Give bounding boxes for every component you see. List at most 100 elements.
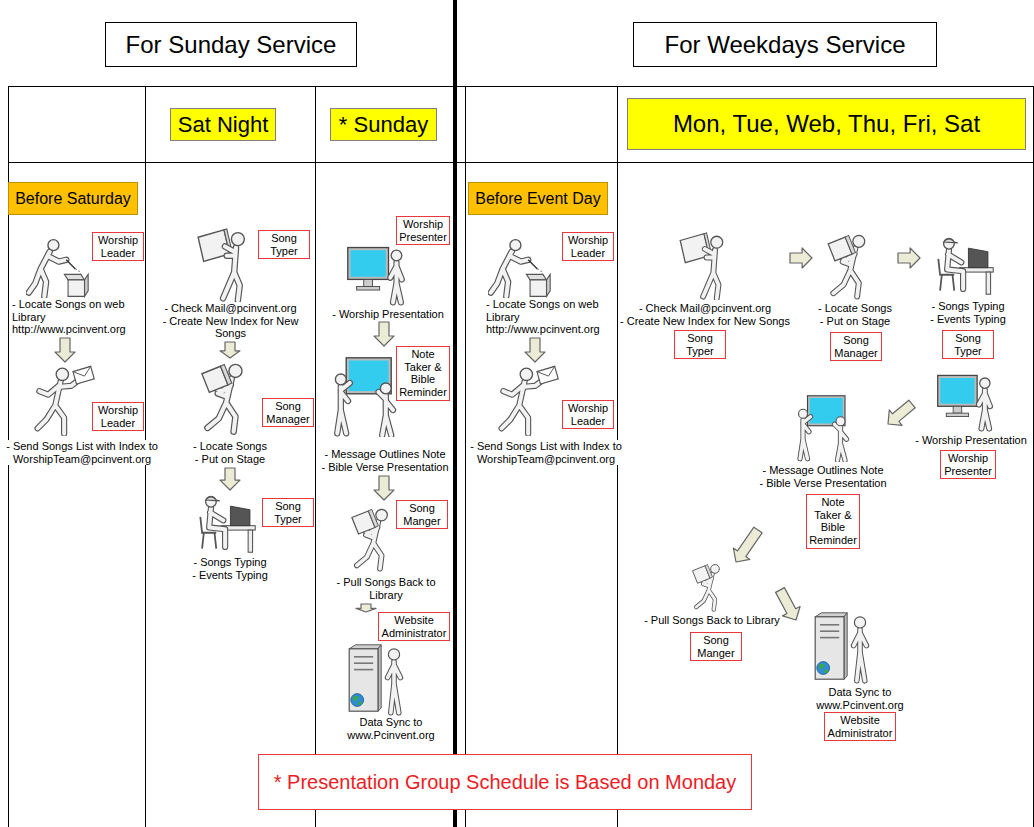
text-group: - Check Mail@pcinvent.org- Create New In… [146, 302, 315, 340]
figure-icon [938, 238, 993, 294]
block-arrow [790, 248, 812, 268]
box-label: Before Saturday [15, 190, 131, 208]
box-label: For Weekdays Service [665, 31, 906, 59]
role-label: Song Manager [833, 334, 879, 359]
role-label: Worship Leader [565, 234, 611, 259]
block-arrow [356, 604, 376, 612]
block-arrow [220, 468, 240, 490]
step-text: - Check Mail@pcinvent.org [164, 302, 296, 315]
step-group: - Send Songs List with Index to WorshipT… [2, 362, 162, 468]
role-label: Website Administrator [827, 714, 893, 739]
role-label: Song Manger [693, 634, 739, 659]
step-text: - Pull Songs Back to Library [644, 614, 780, 627]
figure-icon [828, 235, 865, 296]
block-arrow [733, 527, 762, 562]
block-arrow [374, 322, 394, 346]
step-group: - Message Outlines Note- Bible Verse Pre… [758, 394, 888, 552]
text-group: - Locate Songs on web Library http://www… [12, 298, 128, 336]
role-label: Note Taker & Bible Reminder [399, 348, 447, 399]
figure-icon [693, 565, 720, 610]
step-text: - Songs Typing [193, 556, 266, 569]
step-group: - Songs Typing- Events TypingSong Typer [170, 490, 315, 584]
block-arrow [888, 400, 915, 425]
day-box: Sat Night [170, 108, 276, 141]
step-group: - Message Outlines Note- Bible Verse Pre… [318, 346, 452, 476]
step-group: - Pull Songs Back to LibrarySong Manger [320, 500, 452, 604]
text-group: - Worship Presentation [324, 308, 452, 321]
step-group: - Check Mail@pcinvent.org- Create New In… [146, 226, 315, 342]
step-text: - Put on Stage [820, 315, 890, 328]
role-box: Worship Leader [92, 402, 144, 431]
role-label: Worship Leader [95, 404, 141, 429]
figure-icon [938, 375, 990, 428]
role-box: Worship Presenter [396, 216, 450, 245]
step-text: - Locate Songs on web Library http://www… [486, 298, 602, 336]
step-group: Data Sync to www.Pcinvent.orgWebsite Adm… [796, 610, 922, 746]
grid-line [457, 86, 1033, 87]
text-group: - Send Songs List with Index to WorshipT… [466, 440, 626, 465]
text-group: - Message Outlines Note- Bible Verse Pre… [318, 448, 452, 473]
step-text: Data Sync to www.Pcinvent.org [810, 686, 910, 711]
step-text: - Send Songs List with Index to WorshipT… [466, 440, 626, 465]
figure-icon [198, 229, 244, 300]
figure-icon [29, 240, 88, 297]
box-label: Before Event Day [475, 190, 600, 208]
role-label: Song Typer [945, 332, 991, 357]
step-text: - Locate Songs [818, 302, 892, 315]
step-text: - Bible Verse Presentation [759, 477, 886, 490]
role-label: Worship Leader [565, 402, 611, 427]
block-arrow [374, 476, 394, 500]
text-group: - Check Mail@pcinvent.org- Create New In… [620, 302, 790, 327]
grid-line [8, 162, 455, 163]
role-box: Worship Leader [562, 400, 614, 429]
header-box: For Sunday Service [105, 22, 357, 67]
text-group: - Locate Songs- Put on Stage [812, 302, 898, 327]
role-box: Song Typer [674, 330, 726, 359]
step-text: - Create New Index for New Songs [620, 315, 790, 328]
step-text: - Locate Songs [193, 440, 267, 453]
step-group: - Worship PresentationWorship Presenter [912, 370, 1030, 482]
figure-icon [799, 396, 847, 461]
figure-icon [38, 366, 95, 433]
step-group: - Locate Songs- Put on StageSong Manager [150, 358, 315, 468]
block-arrow [898, 248, 920, 268]
text-group: Data Sync to www.Pcinvent.org [810, 686, 910, 711]
figure-icon [348, 248, 402, 303]
role-box: Note Taker & Bible Reminder [396, 346, 450, 401]
box-label: Sat Night [178, 112, 269, 138]
step-text: - Songs Typing [931, 300, 1004, 313]
grid-line [1033, 86, 1034, 827]
step-group: - Check Mail@pcinvent.org- Create New In… [620, 232, 790, 362]
role-box: Song Manger [690, 632, 742, 661]
role-box: Note Taker & Bible Reminder [806, 494, 860, 549]
step-group: - Locate Songs on web Library http://www… [466, 228, 616, 338]
text-group: - Songs Typing- Events Typing [170, 556, 290, 581]
step-text: - Worship Presentation [332, 308, 444, 321]
step-group: - Locate Songs- Put on StageSong Manager [812, 232, 898, 364]
step-group: Data Sync to www.Pcinvent.org Website Adm… [330, 612, 452, 744]
step-text: - Events Typing [930, 313, 1006, 326]
step-text: - Message Outlines Note [762, 464, 883, 477]
figure-icon [335, 358, 393, 435]
role-label: Song Manger [399, 502, 445, 527]
text-group: - Worship Presentation [912, 434, 1030, 447]
step-text: - Create New Index for New Songs [146, 315, 315, 340]
step-text: Data Sync to www.Pcinvent.org [336, 716, 446, 741]
grid-line [457, 162, 1033, 163]
phase-box: Before Event Day [468, 182, 608, 215]
grid-line [315, 86, 316, 827]
box-label: Mon, Tue, Web, Thu, Fri, Sat [673, 110, 980, 138]
block-arrow [55, 338, 75, 362]
grid-line [8, 86, 455, 87]
figure-icon [352, 509, 387, 568]
block-arrow [220, 342, 240, 358]
role-label: Worship Leader [95, 234, 141, 259]
step-text: - Locate Songs on web Library http://www… [12, 298, 128, 336]
role-box: Song Typer [258, 230, 310, 259]
role-label: Note Taker & Bible Reminder [809, 496, 857, 547]
role-box: Website Administrator [824, 712, 896, 741]
role-label: Song Typer [261, 232, 307, 257]
role-box: Website Administrator [378, 612, 450, 641]
text-group: - Message Outlines Note- Bible Verse Pre… [758, 464, 888, 489]
role-box: Song Typer [942, 330, 994, 359]
